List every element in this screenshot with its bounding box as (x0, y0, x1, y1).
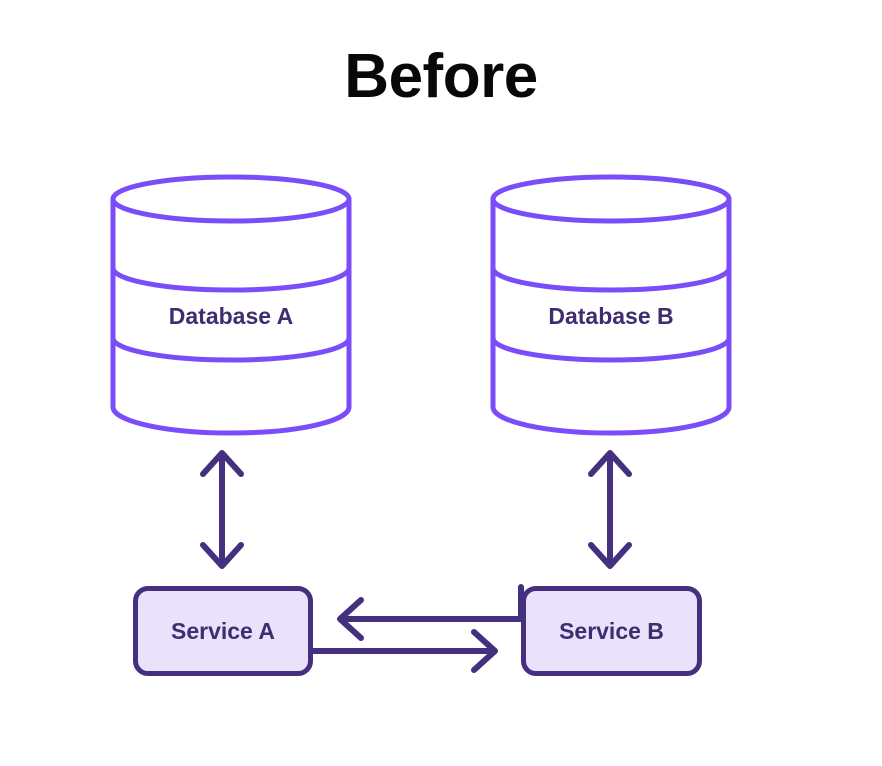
connector-service-a-to-service-b-arrowhead (471, 629, 498, 673)
connector-service-b-to-service-a (337, 584, 524, 641)
database-b-band-2 (490, 337, 732, 363)
connector-service-a-to-service-b (310, 629, 498, 673)
database-b-band-1 (490, 267, 732, 293)
service-b-node[interactable]: Service B (521, 586, 702, 676)
connector-service-b-database-b (588, 450, 632, 569)
connector-service-a-database-a-arrowhead-down (200, 542, 244, 569)
service-b-label: Service B (559, 617, 664, 644)
page-title: Before (344, 42, 538, 111)
database-b-top-ellipse (490, 174, 732, 224)
database-a-label: Database A (168, 303, 294, 329)
connector-service-b-database-b-arrowhead-down (588, 542, 632, 569)
service-a-label: Service A (171, 617, 275, 644)
connector-service-b-to-service-a-line (340, 584, 524, 622)
database-b-label: Database B (548, 303, 674, 329)
connector-service-b-database-b-arrowhead-up (588, 450, 632, 477)
connector-service-a-database-a-arrowhead-up (200, 450, 244, 477)
database-a-band-2 (110, 337, 352, 363)
database-a-top-ellipse (110, 174, 352, 224)
database-a-band-1 (110, 267, 352, 293)
connector-service-b-to-service-a-arrowhead (337, 597, 364, 641)
connector-service-a-database-a (200, 450, 244, 569)
service-a-node[interactable]: Service A (133, 586, 313, 676)
